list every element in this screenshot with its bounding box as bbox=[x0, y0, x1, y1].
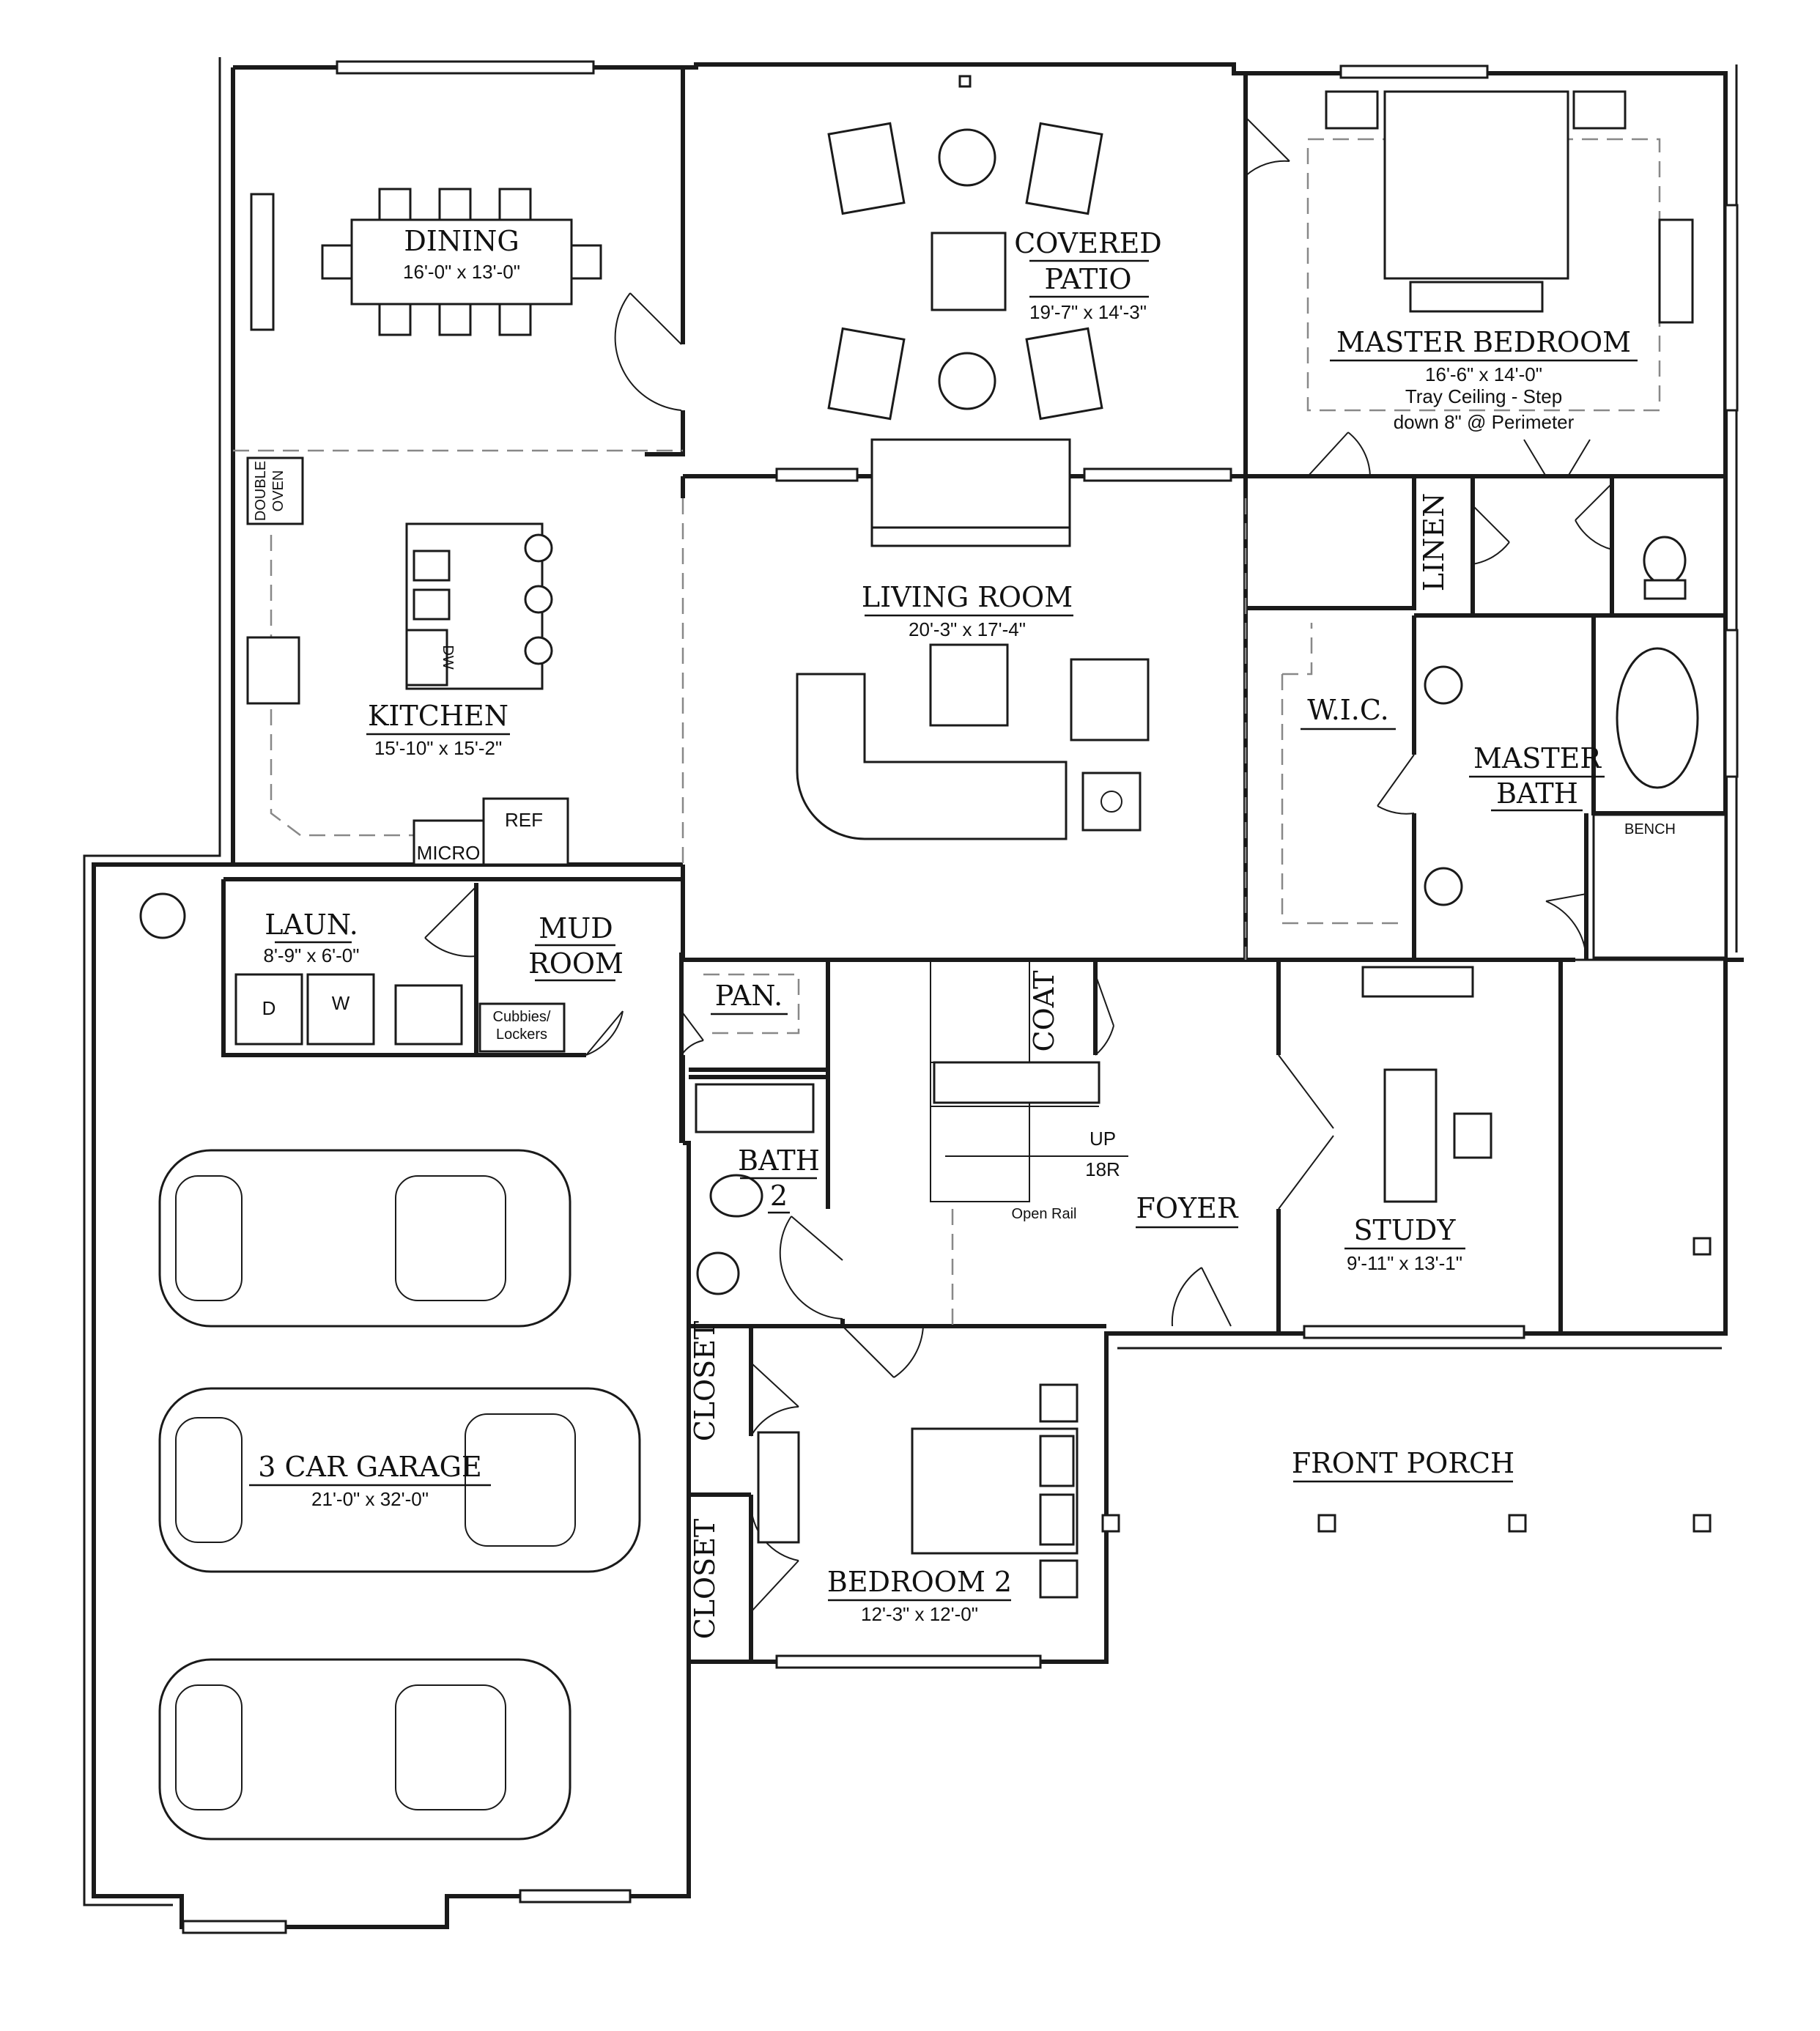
dishwasher-label: DW bbox=[440, 645, 456, 669]
room-labels: DINING 16'-0" x 13'-0" COVERED PATIO 19'… bbox=[249, 225, 1638, 1639]
pantry-label: PAN. bbox=[715, 980, 783, 1012]
foyer-label: FOYER bbox=[1136, 1192, 1239, 1224]
bath2-label-line1: BATH bbox=[738, 1144, 820, 1177]
bath2-fixtures bbox=[695, 1083, 815, 1295]
bedroom2-furniture bbox=[757, 1383, 1079, 1599]
mud-room-label-line1: MUD bbox=[539, 912, 613, 944]
dining-label: DINING bbox=[404, 225, 519, 257]
patio-dims: 19'-7" x 14'-3" bbox=[1029, 301, 1147, 323]
dining-table-set bbox=[250, 188, 602, 336]
microwave-label: MICRO bbox=[417, 842, 481, 864]
patio-furniture bbox=[827, 122, 1103, 547]
kitchen-label: KITCHEN bbox=[368, 700, 508, 732]
patio-label-line2: PATIO bbox=[1045, 263, 1132, 295]
living-furniture bbox=[796, 643, 1150, 840]
porch-columns bbox=[958, 75, 1712, 1533]
linen-label: LINEN bbox=[1418, 493, 1450, 591]
bedroom2-dims: 12'-3" x 12'-0" bbox=[861, 1603, 978, 1625]
cubbies-label-2: Lockers bbox=[496, 1026, 547, 1043]
living-room-dims: 20'-3" x 17'-4" bbox=[909, 618, 1026, 640]
master-bedroom-note-2: down 8" @ Perimeter bbox=[1394, 411, 1575, 433]
closet-lower-label: CLOSET bbox=[689, 1519, 721, 1640]
study-dims: 9'-11" x 13'-1" bbox=[1347, 1252, 1462, 1274]
washer-label: W bbox=[332, 992, 350, 1014]
study-label: STUDY bbox=[1354, 1214, 1457, 1246]
garage-label: 3 CAR GARAGE bbox=[258, 1451, 481, 1483]
bench-label: BENCH bbox=[1624, 821, 1676, 837]
closet-upper-label: CLOSET bbox=[689, 1321, 721, 1442]
front-porch-label: FRONT PORCH bbox=[1292, 1447, 1514, 1479]
stairs bbox=[930, 959, 1128, 1202]
master-bedroom-note-1: Tray Ceiling - Step bbox=[1405, 385, 1562, 407]
kitchen-fixtures bbox=[246, 456, 569, 866]
master-bed bbox=[1325, 90, 1694, 324]
living-room-label: LIVING ROOM bbox=[862, 581, 1073, 613]
open-rail-label: Open Rail bbox=[1012, 1206, 1077, 1222]
fixture-labels: DOUBLE OVEN DW REF MICRO BENCH Cubbies/ … bbox=[253, 461, 1676, 1222]
stairs-up-label: UP bbox=[1090, 1128, 1116, 1150]
laundry-dims: 8'-9" x 6'-0" bbox=[264, 944, 360, 966]
master-bedroom-dims: 16'-6" x 14'-0" bbox=[1425, 363, 1542, 385]
patio-label-line1: COVERED bbox=[1014, 227, 1162, 259]
stairs-risers-label: 18R bbox=[1085, 1158, 1120, 1180]
refrigerator-label: REF bbox=[505, 809, 543, 831]
master-bedroom-label: MASTER BEDROOM bbox=[1336, 326, 1631, 358]
cubbies-label-1: Cubbies/ bbox=[493, 1009, 551, 1025]
double-oven-label-2: OVEN bbox=[270, 470, 286, 512]
master-bath-fixtures bbox=[1424, 536, 1727, 959]
double-oven-label-1: DOUBLE bbox=[253, 461, 269, 521]
master-bath-label-line2: BATH bbox=[1496, 777, 1578, 810]
wic-label: W.I.C. bbox=[1307, 694, 1388, 726]
laundry-fixtures bbox=[139, 892, 566, 1053]
kitchen-dims: 15'-10" x 15'-2" bbox=[374, 737, 502, 759]
doors bbox=[424, 116, 1613, 1613]
laundry-label: LAUN. bbox=[265, 909, 358, 941]
dining-dims: 16'-0" x 13'-0" bbox=[403, 261, 520, 283]
coat-label: COAT bbox=[1028, 971, 1060, 1052]
garage-cars bbox=[158, 1149, 641, 1841]
study-furniture bbox=[1361, 966, 1492, 1203]
windows bbox=[182, 60, 1739, 1934]
garage-dims: 21'-0" x 32'-0" bbox=[311, 1488, 429, 1510]
master-bath-label-line1: MASTER bbox=[1473, 742, 1602, 774]
dryer-label: D bbox=[262, 997, 276, 1019]
bath2-label-line2: 2 bbox=[770, 1180, 788, 1212]
bedroom2-label: BEDROOM 2 bbox=[827, 1566, 1012, 1598]
mud-room-label-line2: ROOM bbox=[528, 947, 624, 980]
